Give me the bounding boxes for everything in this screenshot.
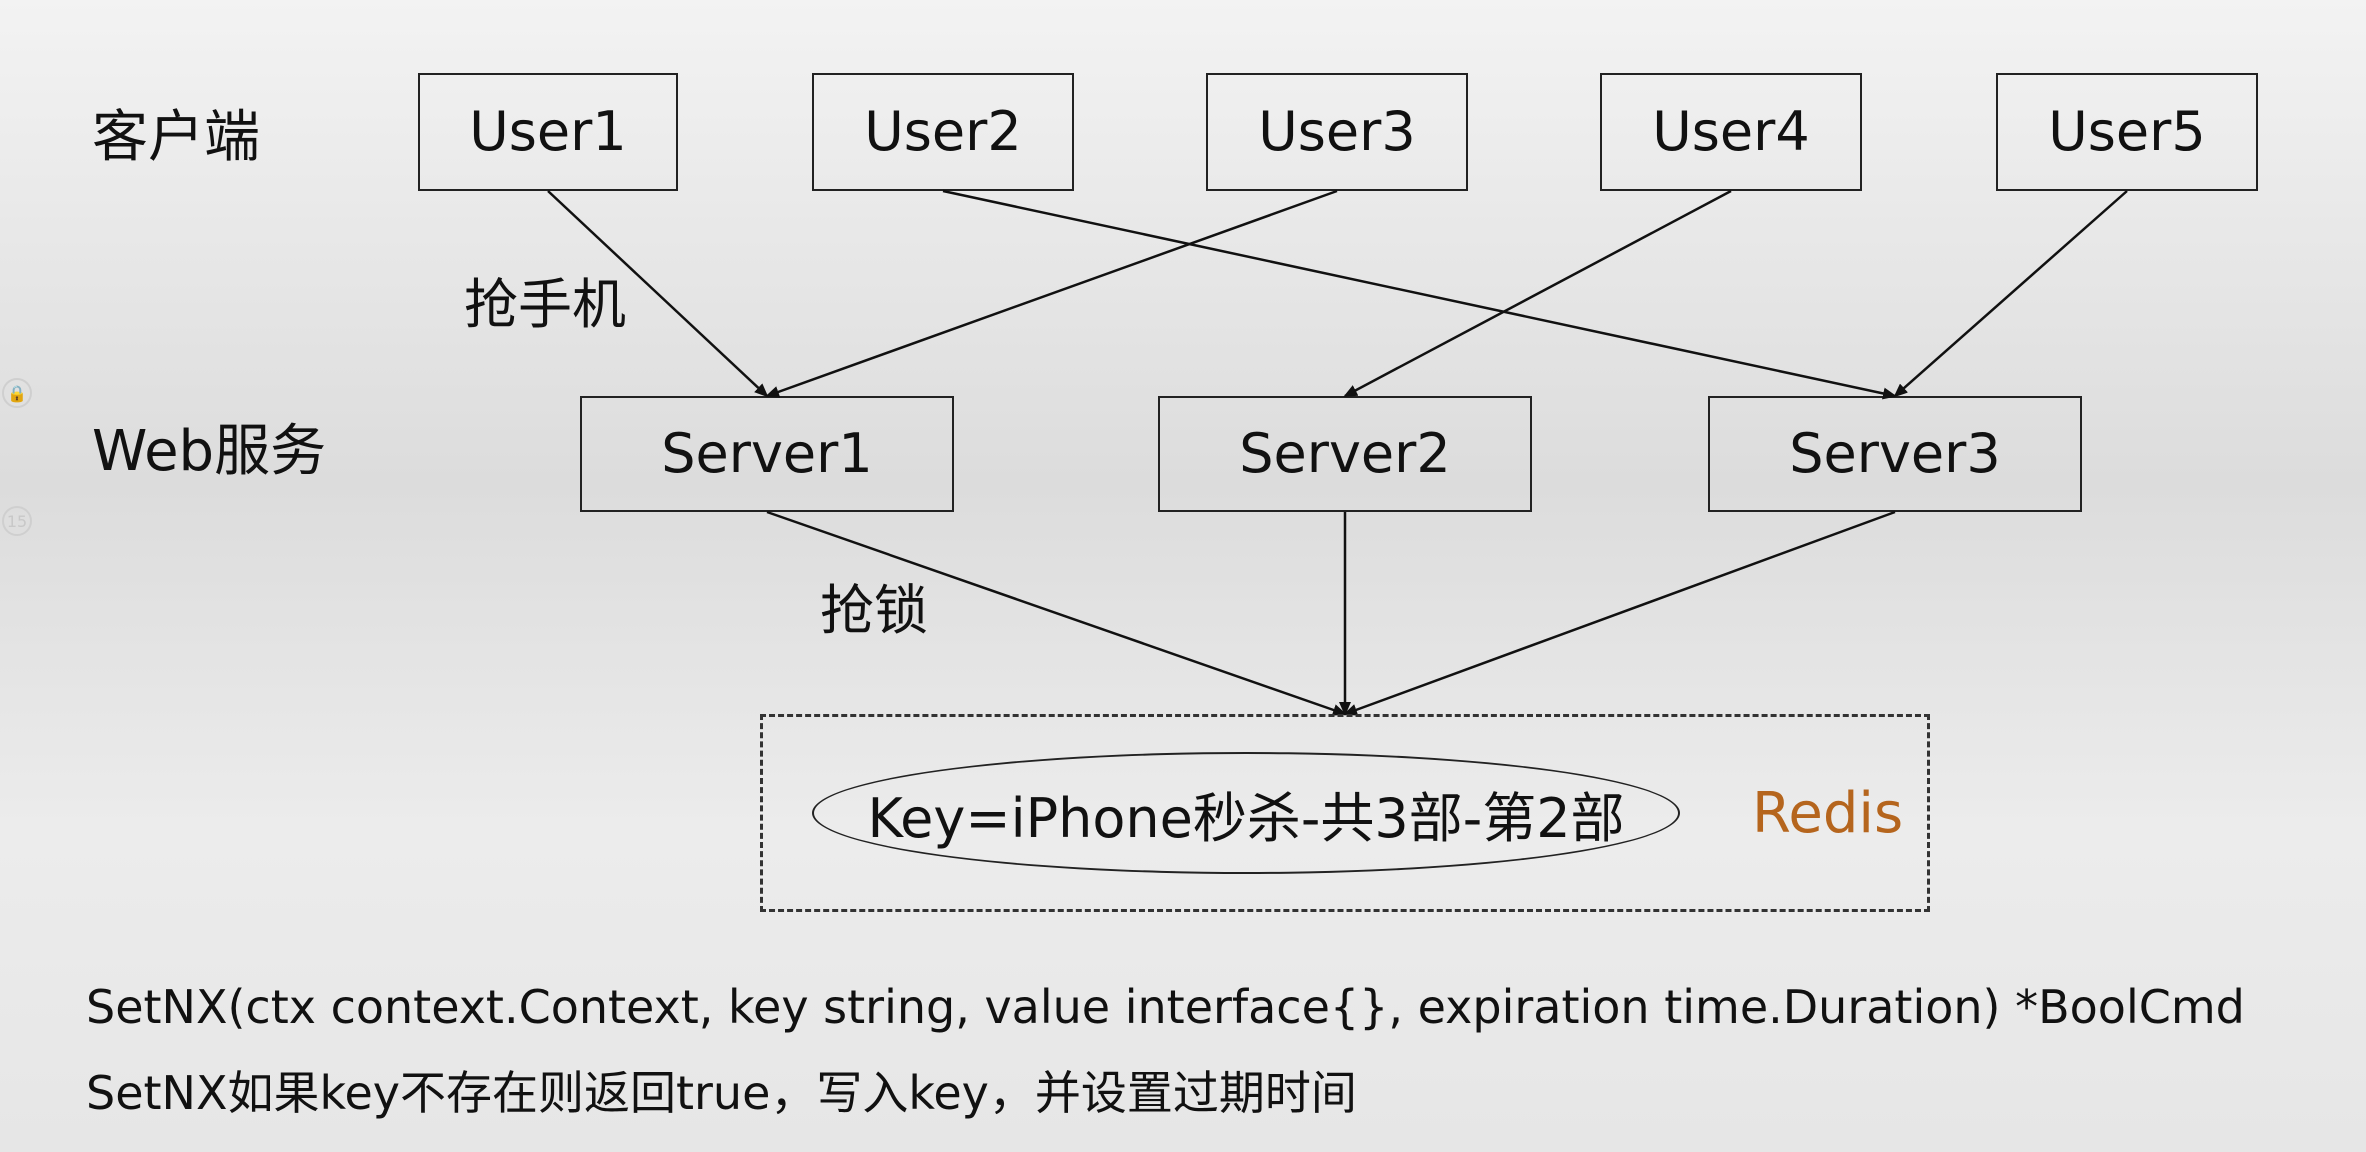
grab-lock-label: 抢锁	[820, 579, 928, 642]
edge-user5-server3	[1893, 190, 2128, 398]
user-box-2: User2	[812, 73, 1074, 191]
user-box-5: User5	[1996, 73, 2258, 191]
user-box-3: User3	[1206, 73, 1468, 191]
number-badge-icon[interactable]: 15	[2, 506, 32, 536]
grab-phone-label: 抢手机	[464, 273, 626, 336]
edge-user3-server1	[765, 189, 1338, 398]
redis-key-text: Key=iPhone秒杀-共3部-第2部	[867, 786, 1625, 850]
redis-label: Redis	[1752, 781, 1904, 846]
setnx-description: SetNX如果key不存在则返回true，写入key，并设置过期时间	[86, 1066, 1357, 1120]
server-box-1: Server1	[580, 396, 954, 512]
redis-container	[760, 714, 1930, 912]
edge-user1-server1	[547, 190, 769, 398]
edge-user4-server2	[1343, 189, 1732, 398]
server-box-3: Server3	[1708, 396, 2082, 512]
setnx-signature: SetNX(ctx context.Context, key string, v…	[86, 980, 2245, 1034]
edge-server3-redis	[1343, 510, 1896, 716]
user-box-1: User1	[418, 73, 678, 191]
web-row-label: Web服务	[92, 419, 327, 484]
redis-key-ellipse: Key=iPhone秒杀-共3部-第2部	[812, 752, 1680, 874]
edge-user2-server3	[942, 189, 1897, 400]
user-box-4: User4	[1600, 73, 1862, 191]
server-box-2: Server2	[1158, 396, 1532, 512]
lock-icon[interactable]: 🔒	[2, 378, 32, 408]
client-row-label: 客户端	[92, 105, 260, 170]
edge-server1-redis	[766, 510, 1347, 716]
